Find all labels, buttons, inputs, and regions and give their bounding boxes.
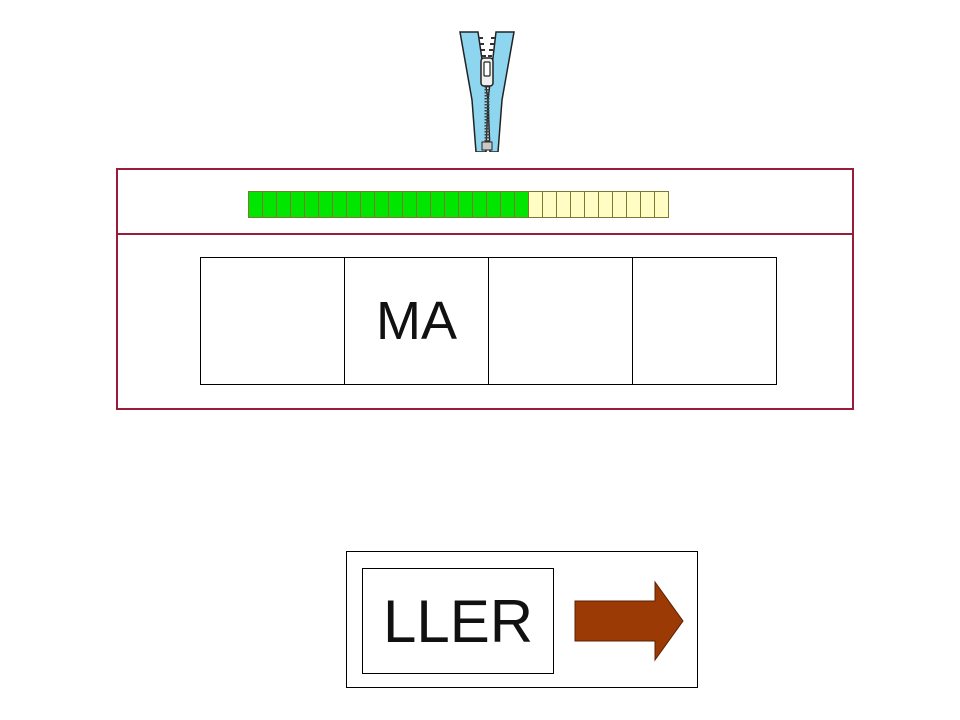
progress-segment-empty	[528, 191, 543, 218]
progress-segment-filled	[262, 191, 277, 218]
syllable-slots: MA	[200, 257, 777, 385]
progress-segment-filled	[514, 191, 529, 218]
progress-segment-empty	[612, 191, 627, 218]
progress-segment-empty	[556, 191, 571, 218]
progress-segment-filled	[500, 191, 515, 218]
panel-divider	[118, 233, 852, 235]
progress-segment-filled	[430, 191, 445, 218]
progress-segment-empty	[584, 191, 599, 218]
progress-segment-empty	[542, 191, 557, 218]
progress-segment-empty	[626, 191, 641, 218]
progress-segment-filled	[374, 191, 389, 218]
progress-segment-filled	[388, 191, 403, 218]
progress-segment-empty	[654, 191, 669, 218]
syllable-slot-2[interactable]: MA	[344, 257, 489, 385]
progress-segment-filled	[402, 191, 417, 218]
syllable-option[interactable]: LLER	[362, 568, 554, 674]
progress-segment-filled	[360, 191, 375, 218]
syllable-slot-4[interactable]	[632, 257, 777, 385]
progress-segment-filled	[444, 191, 459, 218]
zipper-icon	[459, 31, 515, 152]
progress-segment-filled	[248, 191, 263, 218]
progress-segment-empty	[570, 191, 585, 218]
right-arrow-icon[interactable]	[573, 580, 685, 662]
progress-segment-filled	[458, 191, 473, 218]
progress-segment-filled	[290, 191, 305, 218]
word-panel: MA	[116, 168, 854, 410]
answer-panel: LLER	[346, 551, 698, 688]
progress-segment-filled	[472, 191, 487, 218]
progress-segment-filled	[416, 191, 431, 218]
progress-segment-filled	[304, 191, 319, 218]
progress-segment-filled	[276, 191, 291, 218]
progress-segment-filled	[318, 191, 333, 218]
progress-segment-filled	[346, 191, 361, 218]
progress-segment-empty	[640, 191, 655, 218]
progress-bar	[248, 191, 669, 218]
progress-segment-filled	[486, 191, 501, 218]
progress-segment-filled	[332, 191, 347, 218]
syllable-slot-1[interactable]	[200, 257, 345, 385]
progress-segment-empty	[598, 191, 613, 218]
syllable-slot-3[interactable]	[488, 257, 633, 385]
